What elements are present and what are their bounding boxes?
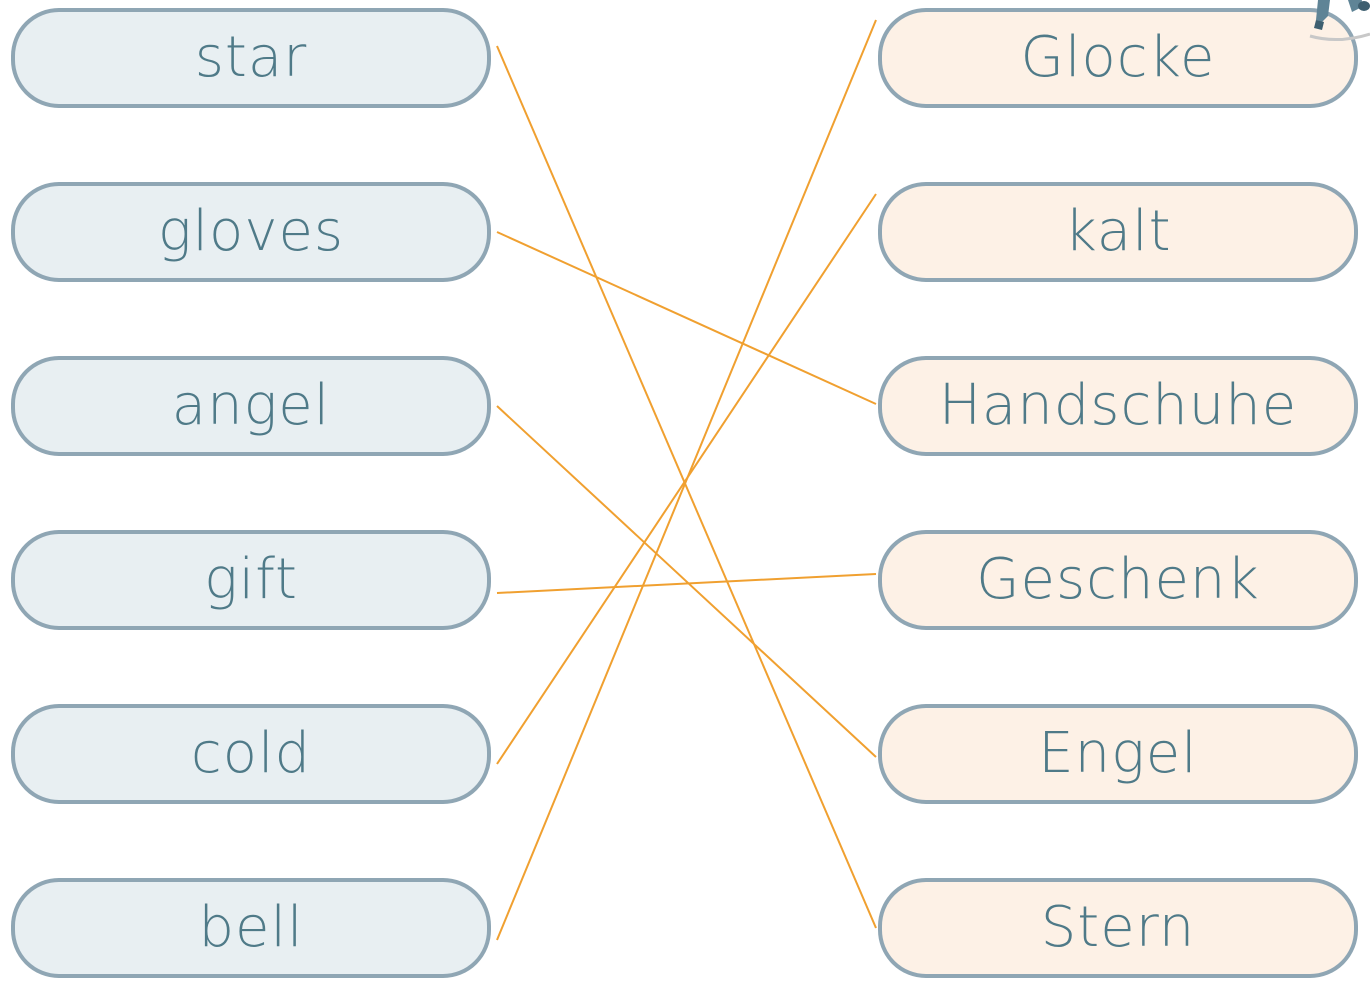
english-word-label: gift: [204, 547, 298, 612]
english-word-angel[interactable]: angel: [11, 356, 491, 456]
german-word-label: Glocke: [1020, 25, 1216, 90]
german-word-geschenk[interactable]: Geschenk: [878, 530, 1358, 630]
english-word-gift[interactable]: gift: [11, 530, 491, 630]
german-word-glocke[interactable]: Glocke: [878, 8, 1358, 108]
english-word-label: star: [194, 25, 308, 90]
german-word-label: kalt: [1064, 199, 1172, 264]
german-word-label: Handschuhe: [938, 373, 1298, 438]
german-word-engel[interactable]: Engel: [878, 704, 1358, 804]
english-word-gloves[interactable]: gloves: [11, 182, 491, 282]
german-word-label: Engel: [1038, 721, 1198, 786]
english-word-bell[interactable]: bell: [11, 878, 491, 978]
german-word-kalt[interactable]: kalt: [878, 182, 1358, 282]
connection-line-angel: [496, 405, 877, 758]
german-word-label: Stern: [1040, 895, 1196, 960]
figure-feet-icon: [1309, 0, 1370, 41]
german-word-handschuhe[interactable]: Handschuhe: [878, 356, 1358, 456]
connection-line-bell: [496, 19, 877, 941]
english-word-star[interactable]: star: [11, 8, 491, 108]
german-word-stern[interactable]: Stern: [878, 878, 1358, 978]
connection-line-gift: [496, 573, 877, 594]
english-word-label: angel: [171, 373, 331, 438]
german-word-label: Geschenk: [976, 547, 1260, 612]
connection-line-cold: [496, 193, 877, 765]
english-word-cold[interactable]: cold: [11, 704, 491, 804]
english-word-label: gloves: [157, 199, 345, 264]
english-word-label: bell: [198, 895, 304, 960]
connection-line-gloves: [496, 231, 877, 405]
english-word-label: cold: [190, 721, 312, 786]
connection-line-star: [496, 45, 877, 929]
